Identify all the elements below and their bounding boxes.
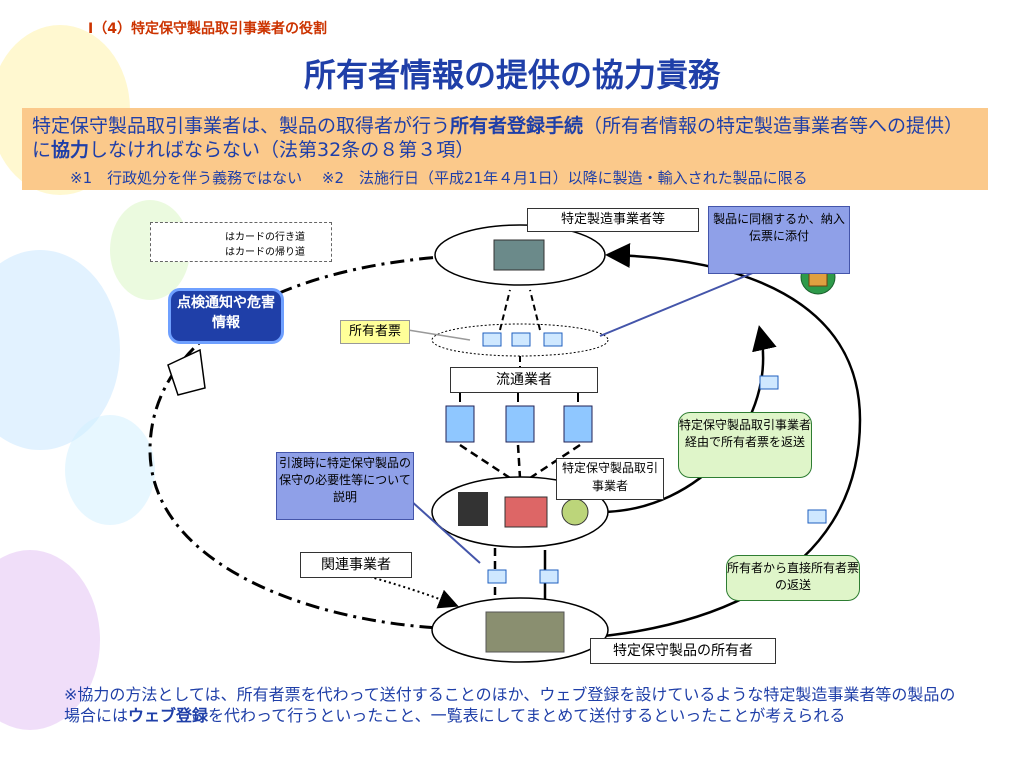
summary-box: 特定保守製品取引事業者は、製品の取得者が行う所有者登録手続（所有者情報の特定製造… — [22, 108, 988, 190]
dealer-icons — [458, 492, 589, 528]
legend: はカードの行き道 はカードの帰り道 — [150, 222, 332, 262]
manufacturer-label: 特定製造事業者等 — [527, 208, 699, 232]
dealer-label: 特定保守製品取引事業者 — [556, 458, 664, 500]
envelope-icon — [167, 348, 206, 396]
flow-arrow — [459, 443, 511, 480]
return-via-dealer-callout: 特定保守製品取引事業者経由で所有者票を返送 — [678, 412, 812, 478]
footer-bold-web: ウェブ登録 — [128, 706, 209, 725]
legend-return-label: はカードの帰り道 — [225, 247, 305, 258]
callout-pointer — [409, 499, 481, 564]
flow-arrow — [529, 289, 541, 331]
owner-card-label: 所有者票 — [340, 320, 410, 344]
footer-note: ※協力の方法としては、所有者票を代わって送付することのほか、ウェブ登録を設けてい… — [64, 684, 964, 726]
page-title: 所有者情報の提供の協力責務 — [303, 56, 720, 94]
summary-bold-cooperation: 協力 — [51, 139, 90, 161]
legend-outbound-label: はカードの行き道 — [225, 232, 305, 243]
notice-route-line — [148, 253, 521, 630]
related-label: 関連事業者 — [300, 552, 412, 578]
section-label: Ⅰ（4）特定保守製品取引事業者の役割 — [88, 21, 327, 37]
summary-bold-registration: 所有者登録手続 — [450, 115, 584, 137]
distributor-person-icons — [445, 405, 593, 443]
distributor-label: 流通業者 — [450, 367, 598, 393]
owner-card-icons — [482, 332, 827, 584]
footer-pre: ※協力の方法としては、所有者票を代わって送付することのほか、ウェブ登録を設けてい… — [64, 685, 956, 725]
summary-notes: ※1 行政処分を伴う義務ではない ※2 法施行日（平成21年４月1日）以降に製造… — [70, 169, 808, 187]
notice-callout: 点検通知や危害情報 — [168, 288, 284, 344]
house-photo — [485, 611, 565, 653]
summary-post: しなければならない（法第32条の８第３項） — [89, 139, 475, 161]
explain-callout: 引渡時に特定保守製品の保守の必要性等について説明 — [276, 452, 414, 520]
return-direct-callout: 所有者から直接所有者票の返送 — [726, 555, 860, 601]
summary-text: 特定保守製品取引事業者は、製品の取得者が行う所有者登録手続（所有者情報の特定製造… — [32, 114, 982, 162]
enclose-callout: 製品に同梱するか、納入伝票に添付 — [708, 206, 850, 274]
related-route-line — [359, 573, 459, 609]
summary-pre: 特定保守製品取引事業者は、製品の取得者が行う — [32, 115, 451, 137]
summary-mid: （所有者情報の特定製造事業者等への提供）に — [32, 115, 964, 161]
flow-arrow — [516, 444, 522, 479]
callout-pointer — [407, 329, 471, 341]
owner-label: 特定保守製品の所有者 — [590, 638, 776, 664]
flow-arrow — [529, 443, 581, 480]
flow-arrow — [499, 289, 511, 331]
building-icon — [493, 239, 545, 271]
callout-pointer — [599, 269, 761, 337]
footer-post: を代わって行うといったこと、一覧表にしてまとめて送付するといったことが考えられる — [208, 706, 846, 725]
